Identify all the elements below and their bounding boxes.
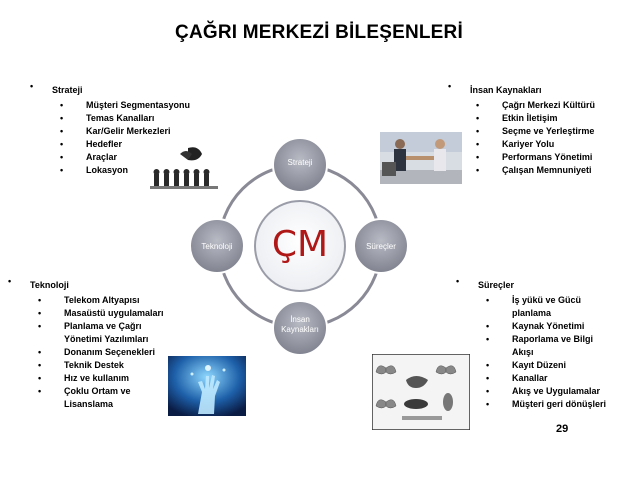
list-item: Kariyer Yolu	[476, 138, 595, 151]
bullet-icon: •	[30, 81, 34, 91]
page-title: ÇAĞRI MERKEZİ BİLEŞENLERİ	[175, 22, 463, 43]
technology-section: • Teknoloji Telekom Altyapısı Masaüstü u…	[8, 276, 178, 411]
node-strategy-label: Strateji	[287, 158, 313, 167]
list-item: Hız ve kullanım	[38, 372, 168, 385]
list-item: Akış ve Uygulamalar	[486, 385, 634, 398]
node-processes-label: Süreçler	[366, 242, 396, 251]
strategy-section: • Strateji Müşteri Segmentasyonu Temas K…	[30, 81, 190, 177]
bullet-icon: •	[448, 81, 452, 91]
chess-pieces-image	[150, 144, 218, 194]
list-item: Kayıt Düzeni	[486, 359, 634, 372]
list-item: Çağrı Merkezi Kültürü	[476, 99, 595, 112]
butterfly-lifecycle-image	[372, 354, 470, 430]
center-label: ÇM	[271, 224, 329, 265]
hr-list: Çağrı Merkezi Kültürü Etkin İletişim Seç…	[476, 99, 595, 177]
list-item: Etkin İletişim	[476, 112, 595, 125]
list-item: Müşteri geri dönüşleri	[486, 398, 634, 411]
technology-heading: Teknoloji	[30, 280, 69, 290]
node-hr-label-line2: Kaynakları	[281, 325, 319, 334]
list-item: Müşteri Segmentasyonu	[60, 99, 190, 112]
list-item: Lokasyon	[60, 164, 190, 177]
list-item: Araçlar	[60, 151, 190, 164]
processes-section: • Süreçler İş yükü ve Gücü planlama Kayn…	[456, 276, 634, 411]
list-item: Kanallar	[486, 372, 634, 385]
list-item: Telekom Altyapısı	[38, 294, 168, 307]
list-item: Masaüstü uygulamaları	[38, 307, 168, 320]
list-item: İş yükü ve Gücü planlama	[486, 294, 634, 320]
bullet-icon: •	[456, 276, 460, 286]
list-item: Kar/Gelir Merkezleri	[60, 125, 190, 138]
list-item: Raporlama ve Bilgi Akışı	[486, 333, 634, 359]
processes-heading: Süreçler	[478, 280, 515, 290]
processes-list: İş yükü ve Gücü planlama Kaynak Yönetimi…	[486, 294, 634, 411]
list-item: Donanım Seçenekleri	[38, 346, 168, 359]
list-item: Çoklu Ortam ve Lisanslama	[38, 385, 168, 411]
strategy-heading: Strateji	[52, 85, 83, 95]
bullet-icon: •	[8, 276, 12, 286]
node-hr-label-line1: İnsan	[290, 315, 310, 324]
list-item: Teknik Destek	[38, 359, 168, 372]
list-item: Performans Yönetimi	[476, 151, 595, 164]
technology-list: Telekom Altyapısı Masaüstü uygulamaları …	[38, 294, 168, 411]
list-item: Çalışan Memnuniyeti	[476, 164, 595, 177]
list-item: Temas Kanalları	[60, 112, 190, 125]
digital-hand-image	[168, 356, 246, 416]
node-hr-label: İnsan Kaynakları	[270, 315, 330, 335]
hr-section: • İnsan Kaynakları Çağrı Merkezi Kültürü…	[448, 81, 595, 177]
strategy-list: Müşteri Segmentasyonu Temas Kanalları Ka…	[60, 99, 190, 177]
node-technology-label: Teknoloji	[201, 242, 233, 251]
handshake-image	[380, 132, 462, 184]
list-item: Kaynak Yönetimi	[486, 320, 634, 333]
hr-heading: İnsan Kaynakları	[470, 85, 542, 95]
list-item: Planlama ve Çağrı Yönetimi Yazılımları	[38, 320, 168, 346]
list-item: Hedefler	[60, 138, 190, 151]
page-number: 29	[556, 423, 569, 435]
list-item: Seçme ve Yerleştirme	[476, 125, 595, 138]
